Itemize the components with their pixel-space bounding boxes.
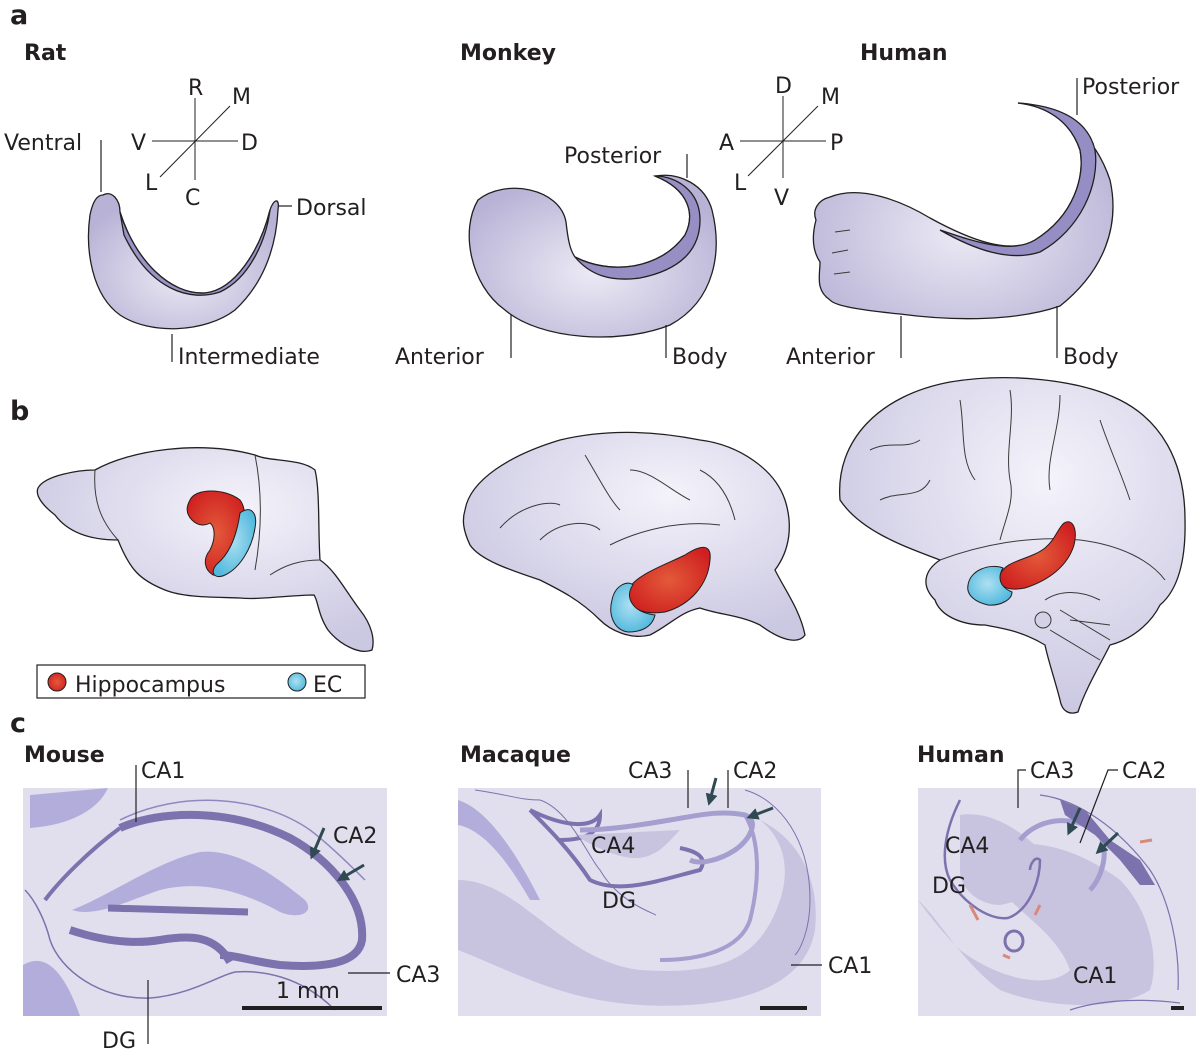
label-mouse-dg: DG	[102, 1029, 136, 1054]
mouse-arrow-1	[309, 827, 326, 860]
rat-brain-illustration	[36, 447, 374, 652]
mouse-hippocampal-section	[23, 788, 387, 1016]
legend: Hippocampus EC	[36, 664, 366, 699]
label-monkey-posterior: Posterior	[564, 144, 662, 169]
species-title-monkey: Monkey	[460, 41, 556, 66]
legend-box	[36, 664, 366, 699]
mouse-scale-label: 1 mm	[276, 979, 340, 1004]
panel-letter-c: c	[10, 708, 26, 739]
human-hippocampus-shape	[812, 102, 1114, 320]
legend-swatch-hippocampus	[47, 672, 67, 692]
axis-label-v: V	[131, 131, 146, 156]
label-macaque-ca2: CA2	[733, 759, 777, 784]
rat-orientation-axes: R C V D M L	[131, 76, 258, 211]
label-macaque-ca4: CA4	[591, 834, 635, 859]
label-human-dg: DG	[932, 874, 966, 899]
species-title-macaque: Macaque	[460, 743, 571, 768]
axis-label-d: D	[241, 131, 258, 156]
label-macaque-ca3: CA3	[628, 759, 672, 784]
label-ventral: Ventral	[4, 131, 82, 156]
label-human-ca4: CA4	[945, 834, 989, 859]
axis-label-l: L	[145, 171, 158, 196]
panel-letter-b: b	[10, 396, 29, 427]
label-human-ca1: CA1	[1073, 964, 1117, 989]
leader-human-ca2	[1079, 769, 1118, 844]
axis-label-l-human: L	[734, 171, 747, 196]
legend-swatch-ec	[287, 672, 307, 692]
label-human-ca3: CA3	[1030, 759, 1074, 784]
label-human-body: Body	[1063, 345, 1119, 370]
label-mouse-ca1: CA1	[141, 759, 185, 784]
leader-human-ca3	[1017, 769, 1026, 808]
monkey-hippocampus-shape	[468, 174, 717, 338]
human-arrow-2	[1095, 831, 1120, 855]
legend-label-ec: EC	[313, 673, 342, 698]
label-mouse-ca3: CA3	[396, 963, 440, 988]
label-mouse-ca2: CA2	[333, 824, 377, 849]
species-title-human: Human	[860, 41, 948, 66]
macaque-arrow-2	[746, 806, 774, 820]
label-macaque-ca1: CA1	[828, 954, 872, 979]
axis-label-r: R	[188, 76, 203, 101]
human-arrow-1	[1067, 807, 1082, 836]
macaque-hippocampal-section	[458, 788, 821, 1016]
label-macaque-dg: DG	[602, 889, 636, 914]
label-intermediate: Intermediate	[178, 345, 320, 370]
macaque-arrow-1	[705, 777, 718, 806]
species-title-human-section: Human	[917, 743, 1005, 768]
label-dorsal: Dorsal	[296, 196, 367, 221]
human-brain-illustration	[839, 377, 1186, 714]
label-monkey-body: Body	[672, 345, 728, 370]
axis-label-v-human: V	[774, 186, 789, 211]
axis-label-p-human: P	[830, 131, 843, 156]
species-title-rat: Rat	[24, 41, 67, 66]
axis-label-d-human: D	[775, 74, 792, 99]
axis-label-m-human: M	[821, 85, 840, 110]
mouse-arrow-2	[336, 863, 365, 882]
axis-label-a-human: A	[719, 131, 734, 156]
axis-label-c: C	[185, 186, 200, 211]
species-title-mouse: Mouse	[24, 743, 105, 768]
panel-letter-a: a	[10, 0, 28, 31]
legend-label-hippocampus: Hippocampus	[75, 673, 225, 698]
axis-label-m: M	[232, 85, 251, 110]
rat-hippocampus-shape	[87, 193, 280, 330]
label-monkey-anterior: Anterior	[395, 345, 485, 370]
label-human-anterior: Anterior	[786, 345, 876, 370]
label-human-ca2: CA2	[1122, 759, 1166, 784]
label-human-posterior: Posterior	[1082, 75, 1180, 100]
human-hippocampal-section	[918, 788, 1196, 1016]
human-orientation-axes: D V A P M L	[719, 74, 843, 211]
monkey-brain-illustration	[462, 431, 806, 641]
